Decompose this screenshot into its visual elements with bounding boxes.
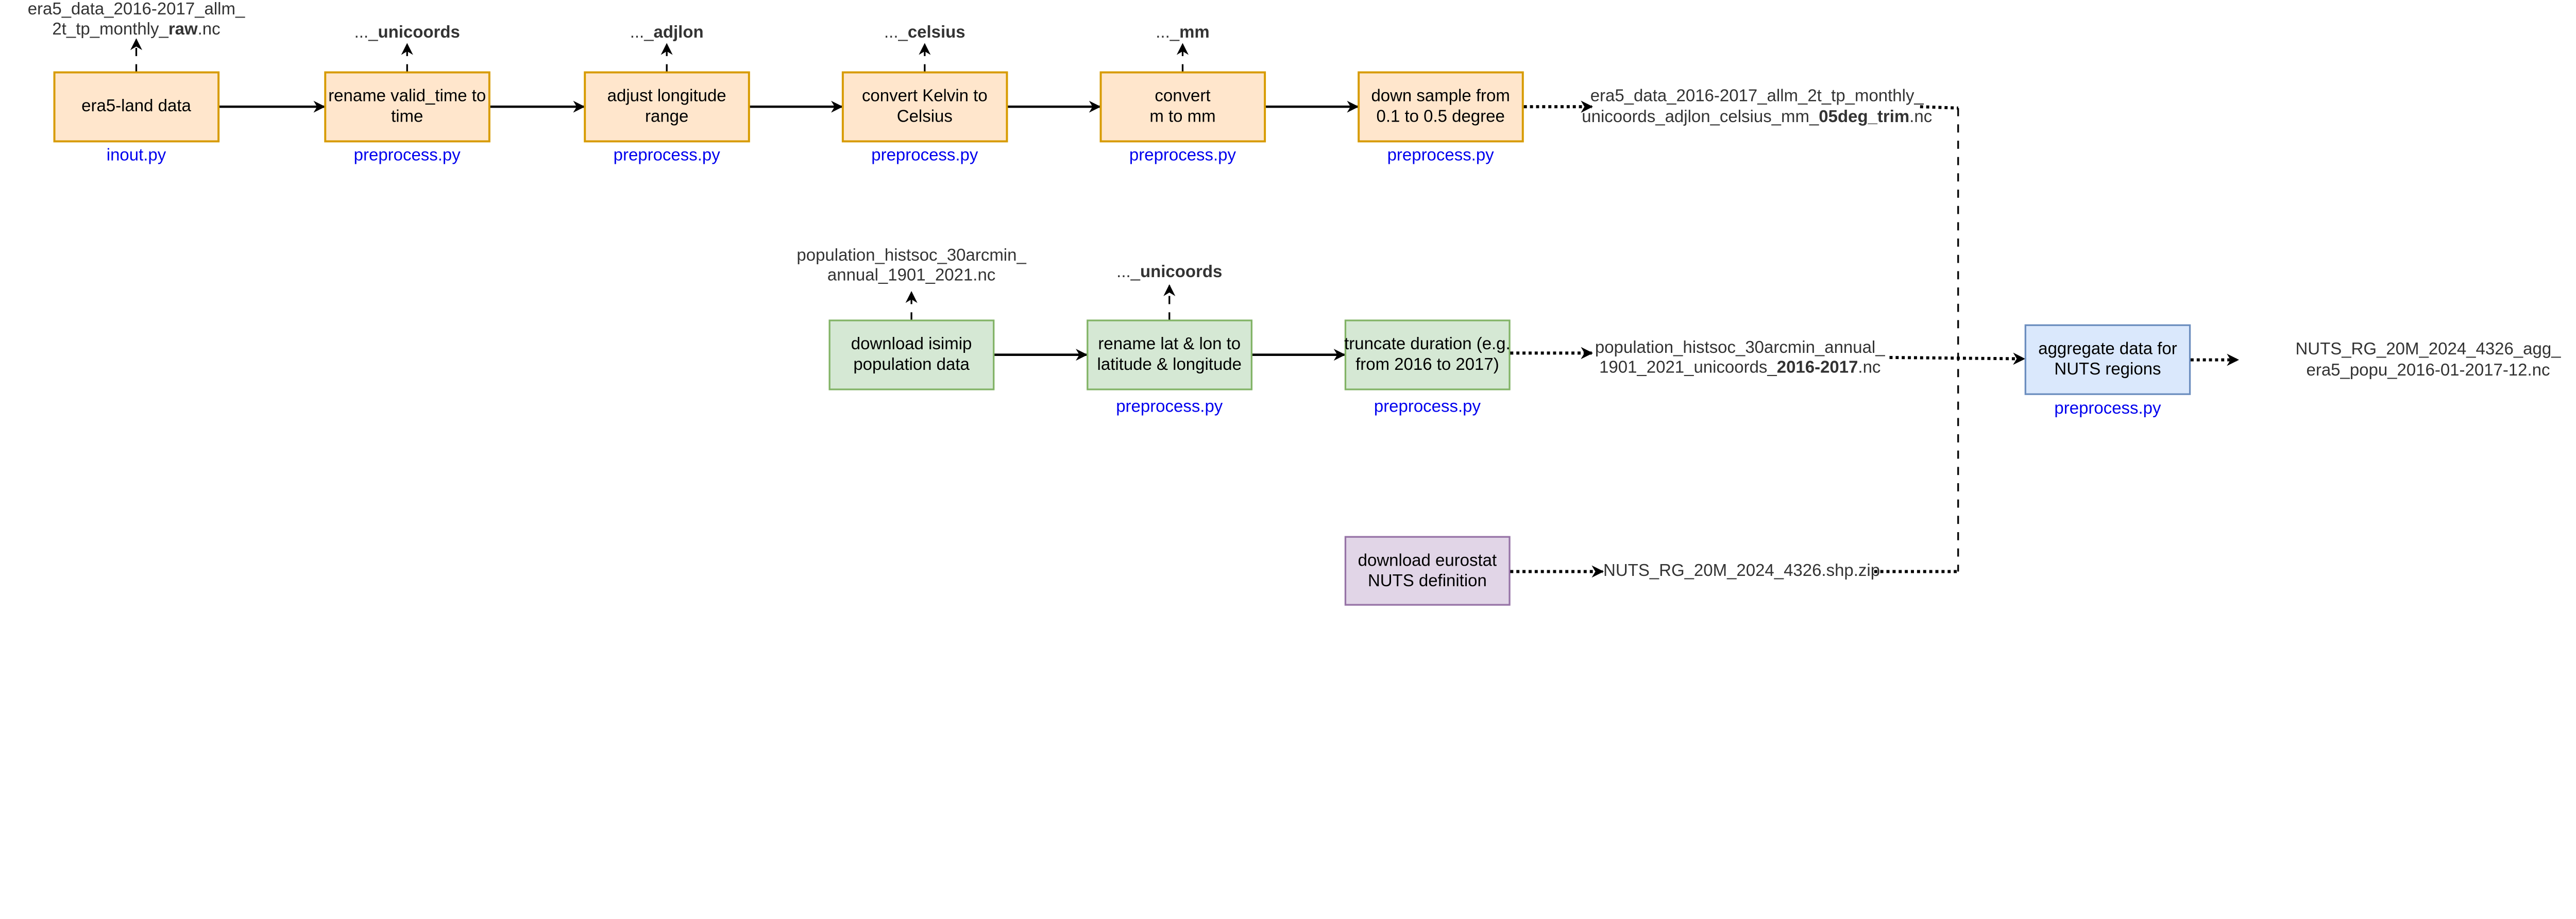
script-link-preprocess[interactable]: preprocess.py	[1387, 145, 1495, 164]
step-label: rename lat & lon to	[1098, 334, 1241, 353]
step-down-sample[interactable]: down sample from 0.1 to 0.5 degree	[1358, 71, 1524, 143]
step-label: NUTS definition	[1368, 571, 1487, 590]
pipeline-diagram: era5-land data rename valid_time to time…	[28, 0, 2561, 606]
step-era5-land-data[interactable]: era5-land data	[53, 71, 220, 143]
step-label: download isimip	[851, 334, 972, 353]
step-download-eurostat[interactable]: download eurostat NUTS definition	[1344, 536, 1511, 606]
aggregate-section: aggregate data for NUTS regions preproce…	[2024, 324, 2561, 417]
step-label: rename valid_time to	[328, 86, 486, 105]
script-link-preprocess[interactable]: preprocess.py	[2054, 398, 2161, 417]
step-label: population data	[853, 354, 970, 373]
step-convert-kelvin[interactable]: convert Kelvin to Celsius	[841, 71, 1008, 143]
step-adjust-longitude[interactable]: adjust longitude range	[584, 71, 750, 143]
nuts-row: download eurostat NUTS definition NUTS_R…	[1344, 536, 1958, 606]
step-label: truncate duration (e.g.	[1344, 334, 1511, 353]
pop-final-output-line2: 1901_2021_unicoords_2016-2017.nc	[1599, 357, 1880, 376]
step-label: convert	[1155, 86, 1210, 105]
script-link-preprocess[interactable]: preprocess.py	[614, 145, 721, 164]
step-label: down sample from	[1371, 86, 1510, 105]
final-output-line1: NUTS_RG_20M_2024_4326_agg_	[2295, 339, 2561, 358]
step-aggregate-nuts[interactable]: aggregate data for NUTS regions	[2024, 324, 2191, 395]
nuts-output-filename: NUTS_RG_20M_2024_4326.shp.zip	[1603, 560, 1880, 580]
step-label: NUTS regions	[2054, 359, 2161, 378]
script-link-preprocess[interactable]: preprocess.py	[354, 145, 461, 164]
step-download-isimip[interactable]: download isimip population data	[828, 319, 995, 390]
step-rename-valid-time[interactable]: rename valid_time to time	[324, 71, 490, 143]
step-label: from 2016 to 2017)	[1355, 354, 1499, 373]
step-label: range	[645, 106, 688, 125]
pop-raw-output-line1: population_histsoc_30arcmin_	[796, 245, 1026, 264]
script-link-preprocess[interactable]: preprocess.py	[1129, 145, 1236, 164]
output-suffix-mm: ..._mm	[1156, 22, 1209, 41]
step-convert-m-to-mm[interactable]: convert m to mm	[1099, 71, 1266, 143]
step-label: download eurostat	[1358, 550, 1497, 569]
pop-final-output-line1: population_histsoc_30arcmin_annual_	[1595, 337, 1885, 356]
connector-era5-output	[1920, 105, 1958, 110]
era5-final-output-line2: unicoords_adjlon_celsius_mm_05deg_trim.n…	[1582, 107, 1932, 126]
step-label: latitude & longitude	[1097, 354, 1242, 373]
step-rename-lat-lon[interactable]: rename lat & lon to latitude & longitude	[1087, 319, 1253, 390]
step-label: era5-land data	[81, 96, 191, 115]
script-link-preprocess[interactable]: preprocess.py	[1116, 397, 1223, 416]
output-suffix-unicoords: ..._unicoords	[1116, 262, 1222, 281]
step-label: aggregate data for	[2038, 338, 2177, 358]
era5-final-output-line1: era5_data_2016-2017_allm_2t_tp_monthly_	[1590, 86, 1924, 105]
step-label: Celsius	[897, 106, 953, 125]
output-filename-raw-line1: era5_data_2016-2017_allm_	[28, 0, 245, 18]
output-suffix-unicoords: ..._unicoords	[354, 22, 460, 41]
script-link-preprocess[interactable]: preprocess.py	[1374, 397, 1481, 416]
script-link-inout[interactable]: inout.py	[107, 145, 166, 164]
output-suffix-adjlon: ..._adjlon	[630, 22, 704, 41]
arrow-to-aggregate	[1889, 352, 2026, 365]
step-label: convert Kelvin to	[862, 86, 988, 105]
population-row: download isimip population data rename l…	[796, 245, 2026, 416]
step-label: m to mm	[1149, 106, 1215, 125]
output-filename-raw-line2: 2t_tp_monthly_raw.nc	[52, 19, 220, 38]
final-output-line2: era5_popu_2016-01-2017-12.nc	[2307, 360, 2550, 379]
pop-raw-output-line2: annual_1901_2021.nc	[827, 265, 995, 284]
step-label: 0.1 to 0.5 degree	[1376, 106, 1504, 125]
era5-row: era5-land data rename valid_time to time…	[28, 0, 1958, 164]
script-link-preprocess[interactable]: preprocess.py	[871, 145, 978, 164]
output-suffix-celsius: ..._celsius	[884, 22, 965, 41]
step-truncate-duration[interactable]: truncate duration (e.g. from 2016 to 201…	[1344, 319, 1511, 390]
step-label: adjust longitude	[607, 86, 726, 105]
step-label: time	[391, 106, 423, 125]
